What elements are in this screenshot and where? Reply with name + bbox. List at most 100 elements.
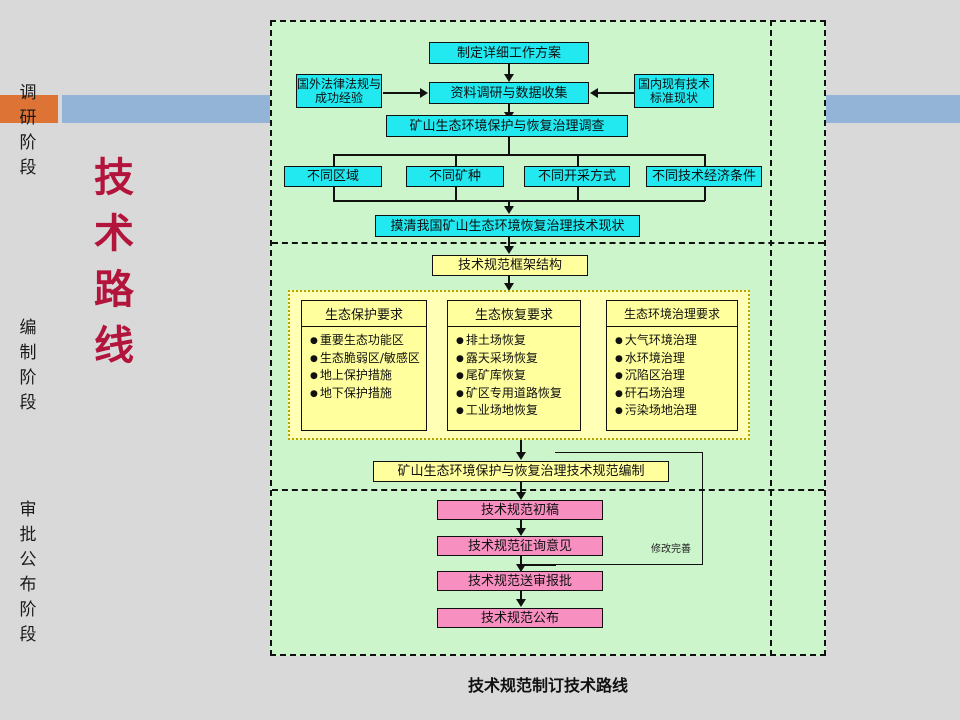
stage3-char-5: 阶 [19,599,37,620]
stage2-char-4: 段 [19,392,37,413]
card-eco-governance-title: 生态环境治理要求 [607,301,737,327]
connector-summary-framework [508,237,510,249]
card-eco-protection-title: 生态保护要求 [302,301,426,327]
feedback-loop-entry [520,564,556,566]
list-item: 尾矿库恢复 [456,367,580,385]
connector-branch-bus-bottom [333,200,705,202]
page-title: 技 术 路 线 [82,150,146,374]
connector-framework-group [508,276,510,286]
stage3-char-1: 审 [19,499,37,520]
arrow-right-icon [420,88,428,98]
node-branch-region[interactable]: 不同区域 [284,166,382,187]
list-item: 沉陷区治理 [615,367,737,385]
connector-branch-summary [508,200,510,209]
card-eco-governance[interactable]: 生态环境治理要求 大气环境治理 水环境治理 沉陷区治理 矸石场治理 污染场地治理 [606,300,738,431]
stage-label-2: 编 制 阶 段 [0,242,56,489]
list-item: 重要生态功能区 [310,332,426,350]
banner-accent-bar [0,95,58,123]
stage2-char-3: 阶 [19,367,37,388]
stage1-char-1: 调 [19,83,37,103]
arrow-down-icon [516,599,526,607]
arrow-down-icon [516,492,526,500]
node-branch-ore-type[interactable]: 不同矿种 [406,166,504,187]
page-title-char-1: 技 [94,154,134,201]
stage2-char-1: 编 [19,317,37,338]
node-spec-submission[interactable]: 技术规范送审报批 [437,571,603,591]
connector-plan-collect [508,64,510,76]
feedback-loop-label: 修改完善 [651,544,691,555]
node-spec-draft[interactable]: 技术规范初稿 [437,500,603,520]
connector-group-compile [520,440,522,458]
list-item: 生态脆弱区/敏感区 [310,350,426,368]
card-eco-protection[interactable]: 生态保护要求 重要生态功能区 生态脆弱区/敏感区 地上保护措施 地下保护措施 [301,300,427,431]
node-spec-consultation[interactable]: 技术规范征询意见 [437,536,603,556]
stage3-char-3: 公 [19,549,37,570]
arrow-left-icon [590,88,598,98]
list-item: 矿区专用道路恢复 [456,385,580,403]
connector-collect-survey [508,104,510,114]
node-spec-framework[interactable]: 技术规范框架结构 [432,255,588,276]
connector-foreign-collect [383,92,421,94]
list-item: 露天采场恢复 [456,350,580,368]
arrow-down-icon [516,564,526,572]
arrow-down-icon [504,74,514,82]
stage3-char-2: 批 [19,524,37,545]
arrow-down-icon [516,452,526,460]
arrow-down-icon [504,283,514,291]
node-foreign-references[interactable]: 国外法律法规与成功经验 [296,74,382,108]
connector-branch-rise-3 [577,187,579,201]
page-title-char-2: 术 [94,210,134,257]
connector-consult-submit [520,556,522,568]
connector-compile-draft [520,482,522,496]
node-current-status-summary[interactable]: 摸清我国矿山生态环境恢复治理技术现状 [375,215,640,237]
list-item: 水环境治理 [615,350,737,368]
stage1-char-4: 段 [19,158,37,178]
page-title-char-4: 线 [94,322,134,369]
card-eco-governance-items: 大气环境治理 水环境治理 沉陷区治理 矸石场治理 污染场地治理 [607,327,737,420]
connector-branch-drop-1 [333,154,335,166]
connector-branch-bus-top [333,154,705,156]
connector-domestic-collect [598,92,634,94]
node-branch-tech-economic[interactable]: 不同技术经济条件 [646,166,762,187]
list-item: 工业场地恢复 [456,402,580,420]
card-eco-restoration-items: 排土场恢复 露天采场恢复 尾矿库恢复 矿区专用道路恢复 工业场地恢复 [448,327,580,420]
arrow-down-icon [504,246,514,254]
page-title-char-3: 路 [94,266,134,313]
stage1-char-2: 研 [19,108,37,128]
card-eco-protection-items: 重要生态功能区 生态脆弱区/敏感区 地上保护措施 地下保护措施 [302,327,426,402]
list-item: 排土场恢复 [456,332,580,350]
card-eco-restoration[interactable]: 生态恢复要求 排土场恢复 露天采场恢复 尾矿库恢复 矿区专用道路恢复 工业场地恢… [447,300,581,431]
connector-draft-consult [520,520,522,532]
stage2-char-2: 制 [19,342,37,363]
connector-submit-publish [520,591,522,603]
node-spec-compilation[interactable]: 矿山生态环境保护与恢复治理技术规范编制 [373,461,669,482]
arrow-down-icon [516,528,526,536]
card-eco-restoration-title: 生态恢复要求 [448,301,580,327]
node-work-plan[interactable]: 制定详细工作方案 [429,42,589,64]
connector-branch-rise-2 [455,187,457,201]
feedback-loop-path [555,452,703,565]
figure-caption: 技术规范制订技术路线 [467,676,628,695]
stage-label-3: 审 批 公 布 阶 段 [0,489,56,656]
list-item: 地上保护措施 [310,367,426,385]
arrow-down-icon [504,206,514,214]
connector-branch-drop-4 [704,154,706,166]
stage3-char-6: 段 [19,624,37,645]
connector-branch-drop-3 [577,154,579,166]
stage-column [770,20,826,656]
stage-divider-2 [272,489,824,491]
stage-label-1: 调 研 阶 段 [0,20,56,242]
node-spec-publication[interactable]: 技术规范公布 [437,608,603,628]
node-data-collection[interactable]: 资料调研与数据收集 [429,82,589,104]
node-branch-mining-method[interactable]: 不同开采方式 [524,166,630,187]
connector-branch-rise-4 [704,187,706,201]
node-domestic-standards[interactable]: 国内现有技术标准现状 [634,74,714,108]
list-item: 大气环境治理 [615,332,737,350]
connector-survey-branch-stem [508,137,510,155]
stage1-char-3: 阶 [19,133,37,153]
stage-divider-1 [272,242,824,244]
list-item: 污染场地治理 [615,402,737,420]
connector-branch-rise-1 [333,187,335,201]
node-mine-eco-survey[interactable]: 矿山生态环境保护与恢复治理调查 [386,115,628,137]
list-item: 地下保护措施 [310,385,426,403]
